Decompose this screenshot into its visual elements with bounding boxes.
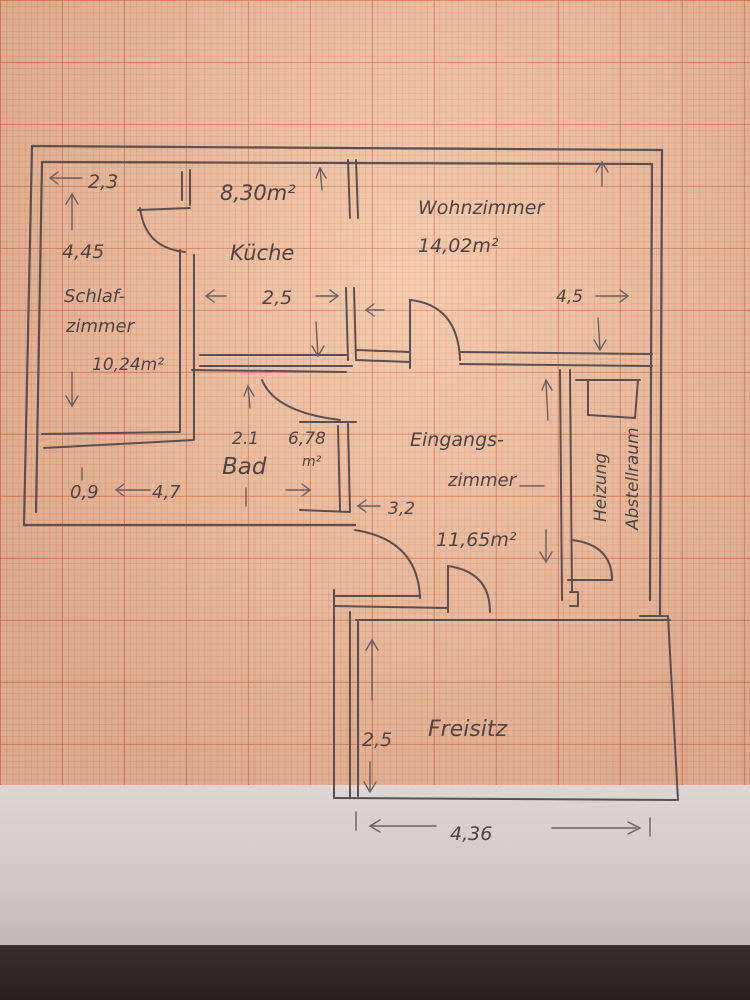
gang-dim-right: 4,7	[152, 482, 181, 503]
outer-walls	[22, 144, 664, 616]
wohnzimmer-walls	[355, 299, 653, 369]
kueche-area: 8,30m²	[220, 181, 296, 205]
graph-paper	[0, 0, 750, 790]
wohnzimmer-area: 14,02m²	[418, 235, 499, 257]
schlafzimmer-dim-top: 2,3	[88, 171, 118, 193]
heizung-name-line2: Abstellraum	[623, 427, 643, 531]
freisitz-name: Freisitz	[428, 717, 508, 742]
bad-area: 6,78	[288, 429, 326, 449]
paper-shading	[0, 0, 750, 790]
eingangszimmer-dim: 3,2	[388, 499, 415, 519]
schlafzimmer-area: 10,24m²	[92, 355, 164, 375]
bad-dims: 2.1	[232, 429, 259, 449]
eingangszimmer-name-line1: Eingangs-	[410, 429, 504, 451]
freisitz-dim: 2,5	[362, 729, 392, 751]
bad-walls	[191, 369, 357, 513]
freisitz-walls	[333, 529, 679, 801]
table-surface	[0, 785, 750, 945]
bad-name: Bad	[222, 454, 267, 480]
eingangszimmer-name-line2: zimmer	[447, 470, 518, 491]
overall-width: 4,36	[450, 823, 492, 845]
gang-dim-left: 0,9	[70, 482, 99, 503]
dimension-arrows	[48, 160, 651, 837]
wohnzimmer-name: Wohnzimmer	[418, 197, 545, 219]
bad-unit: m²	[302, 454, 322, 470]
wohnzimmer-width: 4,5	[556, 287, 583, 307]
schlafzimmer-name-line2: zimmer	[65, 316, 136, 337]
schlafzimmer-dim-side: 4,45	[62, 241, 104, 263]
eingangszimmer-area: 11,65m²	[436, 529, 517, 551]
schlafzimmer-walls	[41, 169, 195, 449]
kueche-width: 2,5	[262, 287, 292, 309]
schlafzimmer-name-line1: Schlaf-	[64, 286, 125, 307]
kueche-walls	[199, 159, 359, 367]
table-edge	[0, 945, 750, 1000]
heizung-name-line1: Heizung	[591, 453, 611, 522]
kueche-name: Küche	[230, 241, 294, 265]
eingang-walls	[447, 369, 641, 613]
